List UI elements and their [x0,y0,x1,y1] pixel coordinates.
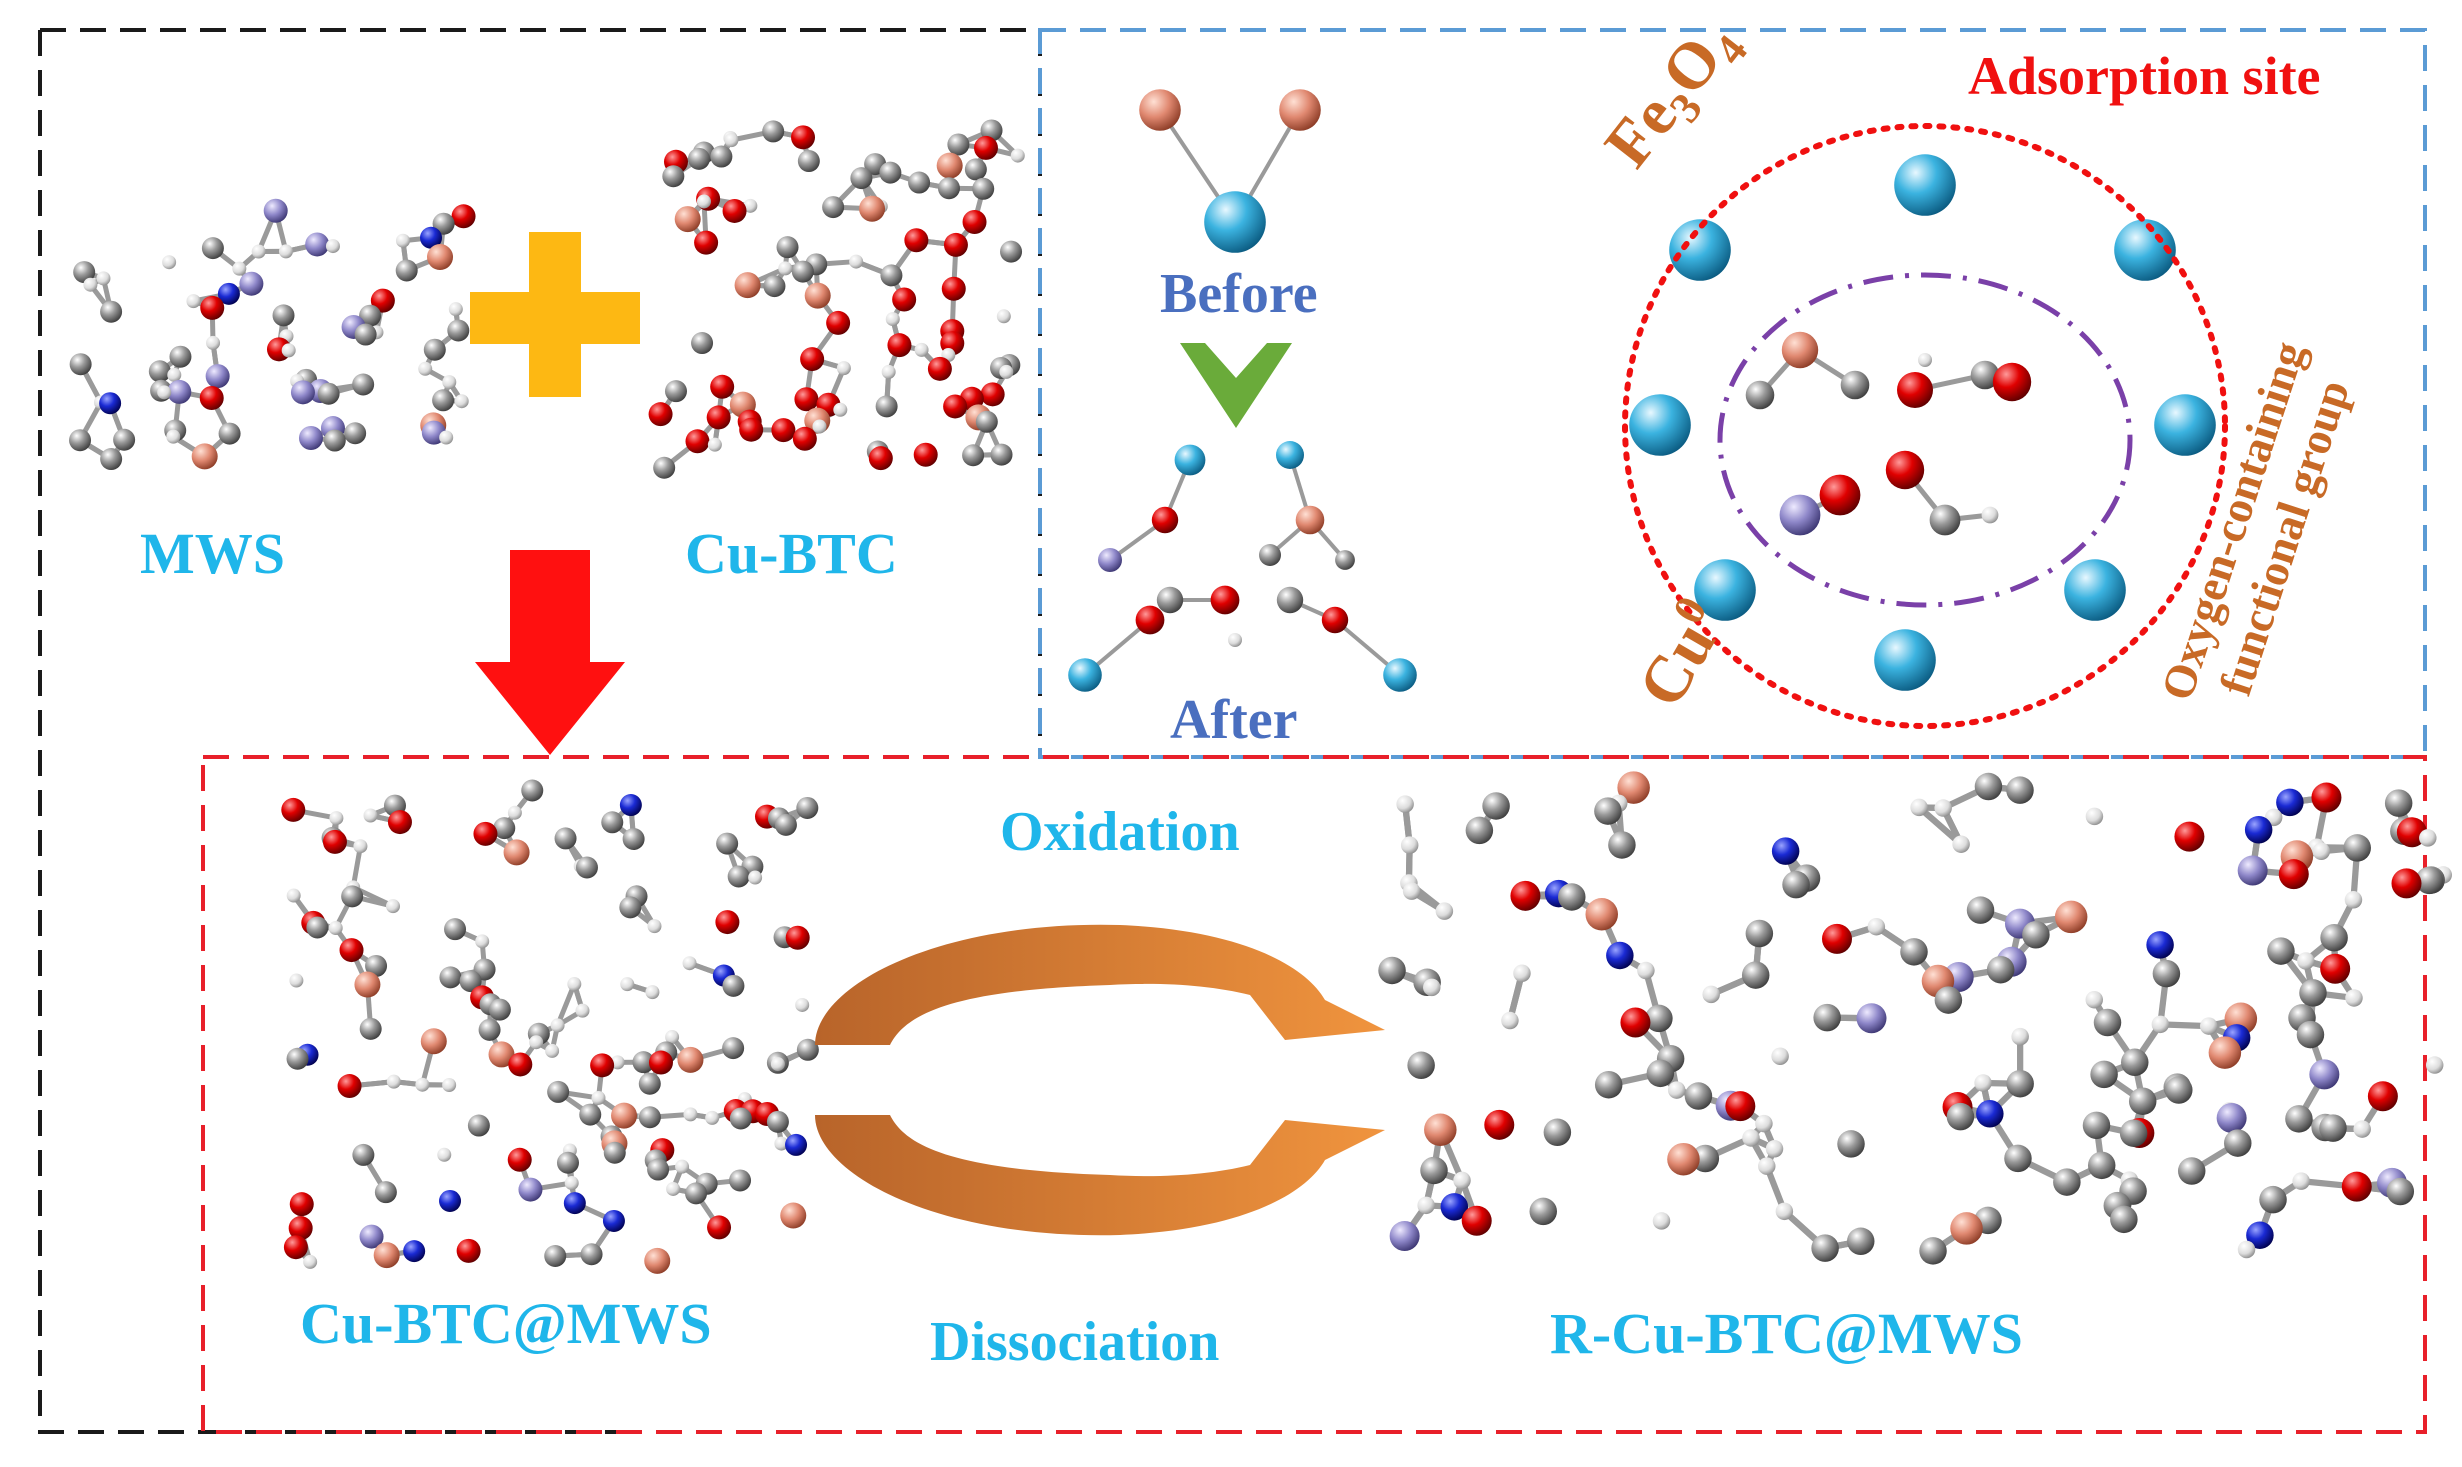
molecule-mws [69,198,476,471]
adsorption-site-atoms [1629,154,2216,691]
molecule-layer [69,89,2453,1274]
molecule-r-cu-btc-mws [1378,771,2453,1265]
molecule-before [1139,89,1321,253]
label-oxidation: Oxidation [1000,801,1240,863]
molecule-cu-btc [648,119,1025,479]
down-arrow-icon [475,550,625,755]
label-dissociation: Dissociation [930,1311,1220,1373]
adsorption-inner-circle [1717,272,2133,608]
label-adsorption-site: Adsorption site [1968,46,2321,106]
label-r-cu-btc-mws: R-Cu-BTC@MWS [1550,1301,2023,1366]
label-cu-btc: Cu-BTC [685,521,898,586]
label-after: After [1170,689,1298,751]
red-panel-border [201,755,2427,1434]
adsorption-outer-circle [1622,123,2228,729]
label-mws: MWS [140,521,285,586]
molecule-cu-btc-mws [281,779,819,1274]
chevron-down-icon [1180,343,1292,428]
panel-borders [38,28,2427,1434]
label-before: Before [1160,263,1318,325]
molecule-after [1068,441,1417,692]
plus-icon [470,232,640,397]
label-cu-btc-mws: Cu-BTC@MWS [300,1291,712,1356]
blue-panel-border [1038,28,2427,759]
cycle-arrow-icon [815,924,1385,1236]
